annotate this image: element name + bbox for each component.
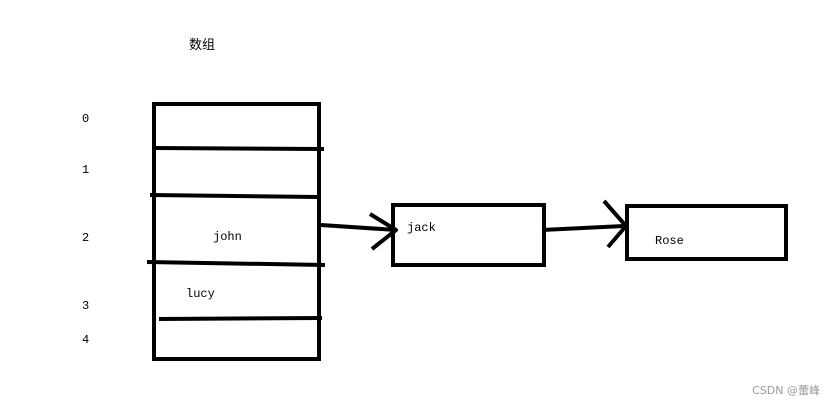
diagram-title: 数组 (189, 38, 216, 53)
array-box (152, 102, 321, 361)
index-label-2: 2 (82, 231, 90, 245)
csdn-watermark: CSDN @蕾峰 (752, 384, 820, 397)
node-rose-box (625, 204, 788, 261)
index-label-1: 1 (82, 163, 90, 177)
array-divider-2 (149, 193, 320, 199)
node-rose-label: Rose (655, 234, 684, 248)
arrow-jack-to-rose (541, 224, 625, 232)
index-label-3: 3 (82, 299, 90, 313)
array-divider-1 (153, 146, 325, 151)
array-divider-3 (146, 260, 326, 267)
arrow-array-to-jack (320, 223, 397, 232)
index-label-0: 0 (82, 112, 90, 126)
node-jack-label: jack (407, 221, 436, 235)
array-cell-lucy: lucy (186, 287, 215, 301)
arrowhead-rose (602, 199, 628, 249)
arrowhead-jack (368, 212, 398, 251)
array-cell-john: john (213, 230, 242, 244)
index-label-4: 4 (82, 333, 90, 347)
node-jack-box (391, 203, 546, 267)
array-divider-4 (158, 316, 323, 321)
